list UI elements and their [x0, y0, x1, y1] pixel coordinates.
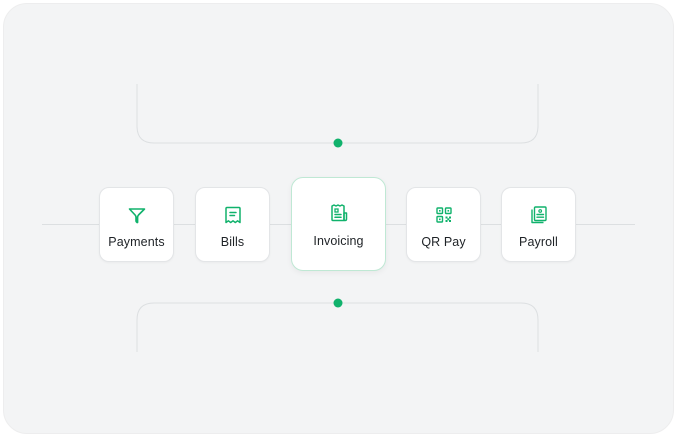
bills-label: Bills [220, 235, 245, 249]
payments-card[interactable]: Payments [99, 187, 174, 262]
bills-card[interactable]: Bills [195, 187, 270, 262]
invoice-icon [330, 204, 347, 222]
receipt-icon [224, 206, 241, 224]
bottom-node-dot [333, 298, 343, 308]
payroll-label: Payroll [519, 235, 558, 249]
payroll-card[interactable]: Payroll [501, 187, 576, 262]
payroll-document-icon [530, 206, 547, 224]
payments-label: Payments [108, 235, 165, 249]
qr-pay-label: QR Pay [421, 235, 466, 249]
qr-code-icon [435, 207, 452, 223]
funnel-icon [128, 208, 145, 224]
invoicing-card[interactable]: Invoicing [291, 177, 386, 271]
top-bracket-line [136, 84, 539, 144]
invoicing-label: Invoicing [313, 234, 364, 248]
top-node-dot [333, 138, 343, 148]
bottom-bracket-line [136, 302, 539, 352]
qr-pay-card[interactable]: QR Pay [406, 187, 481, 262]
